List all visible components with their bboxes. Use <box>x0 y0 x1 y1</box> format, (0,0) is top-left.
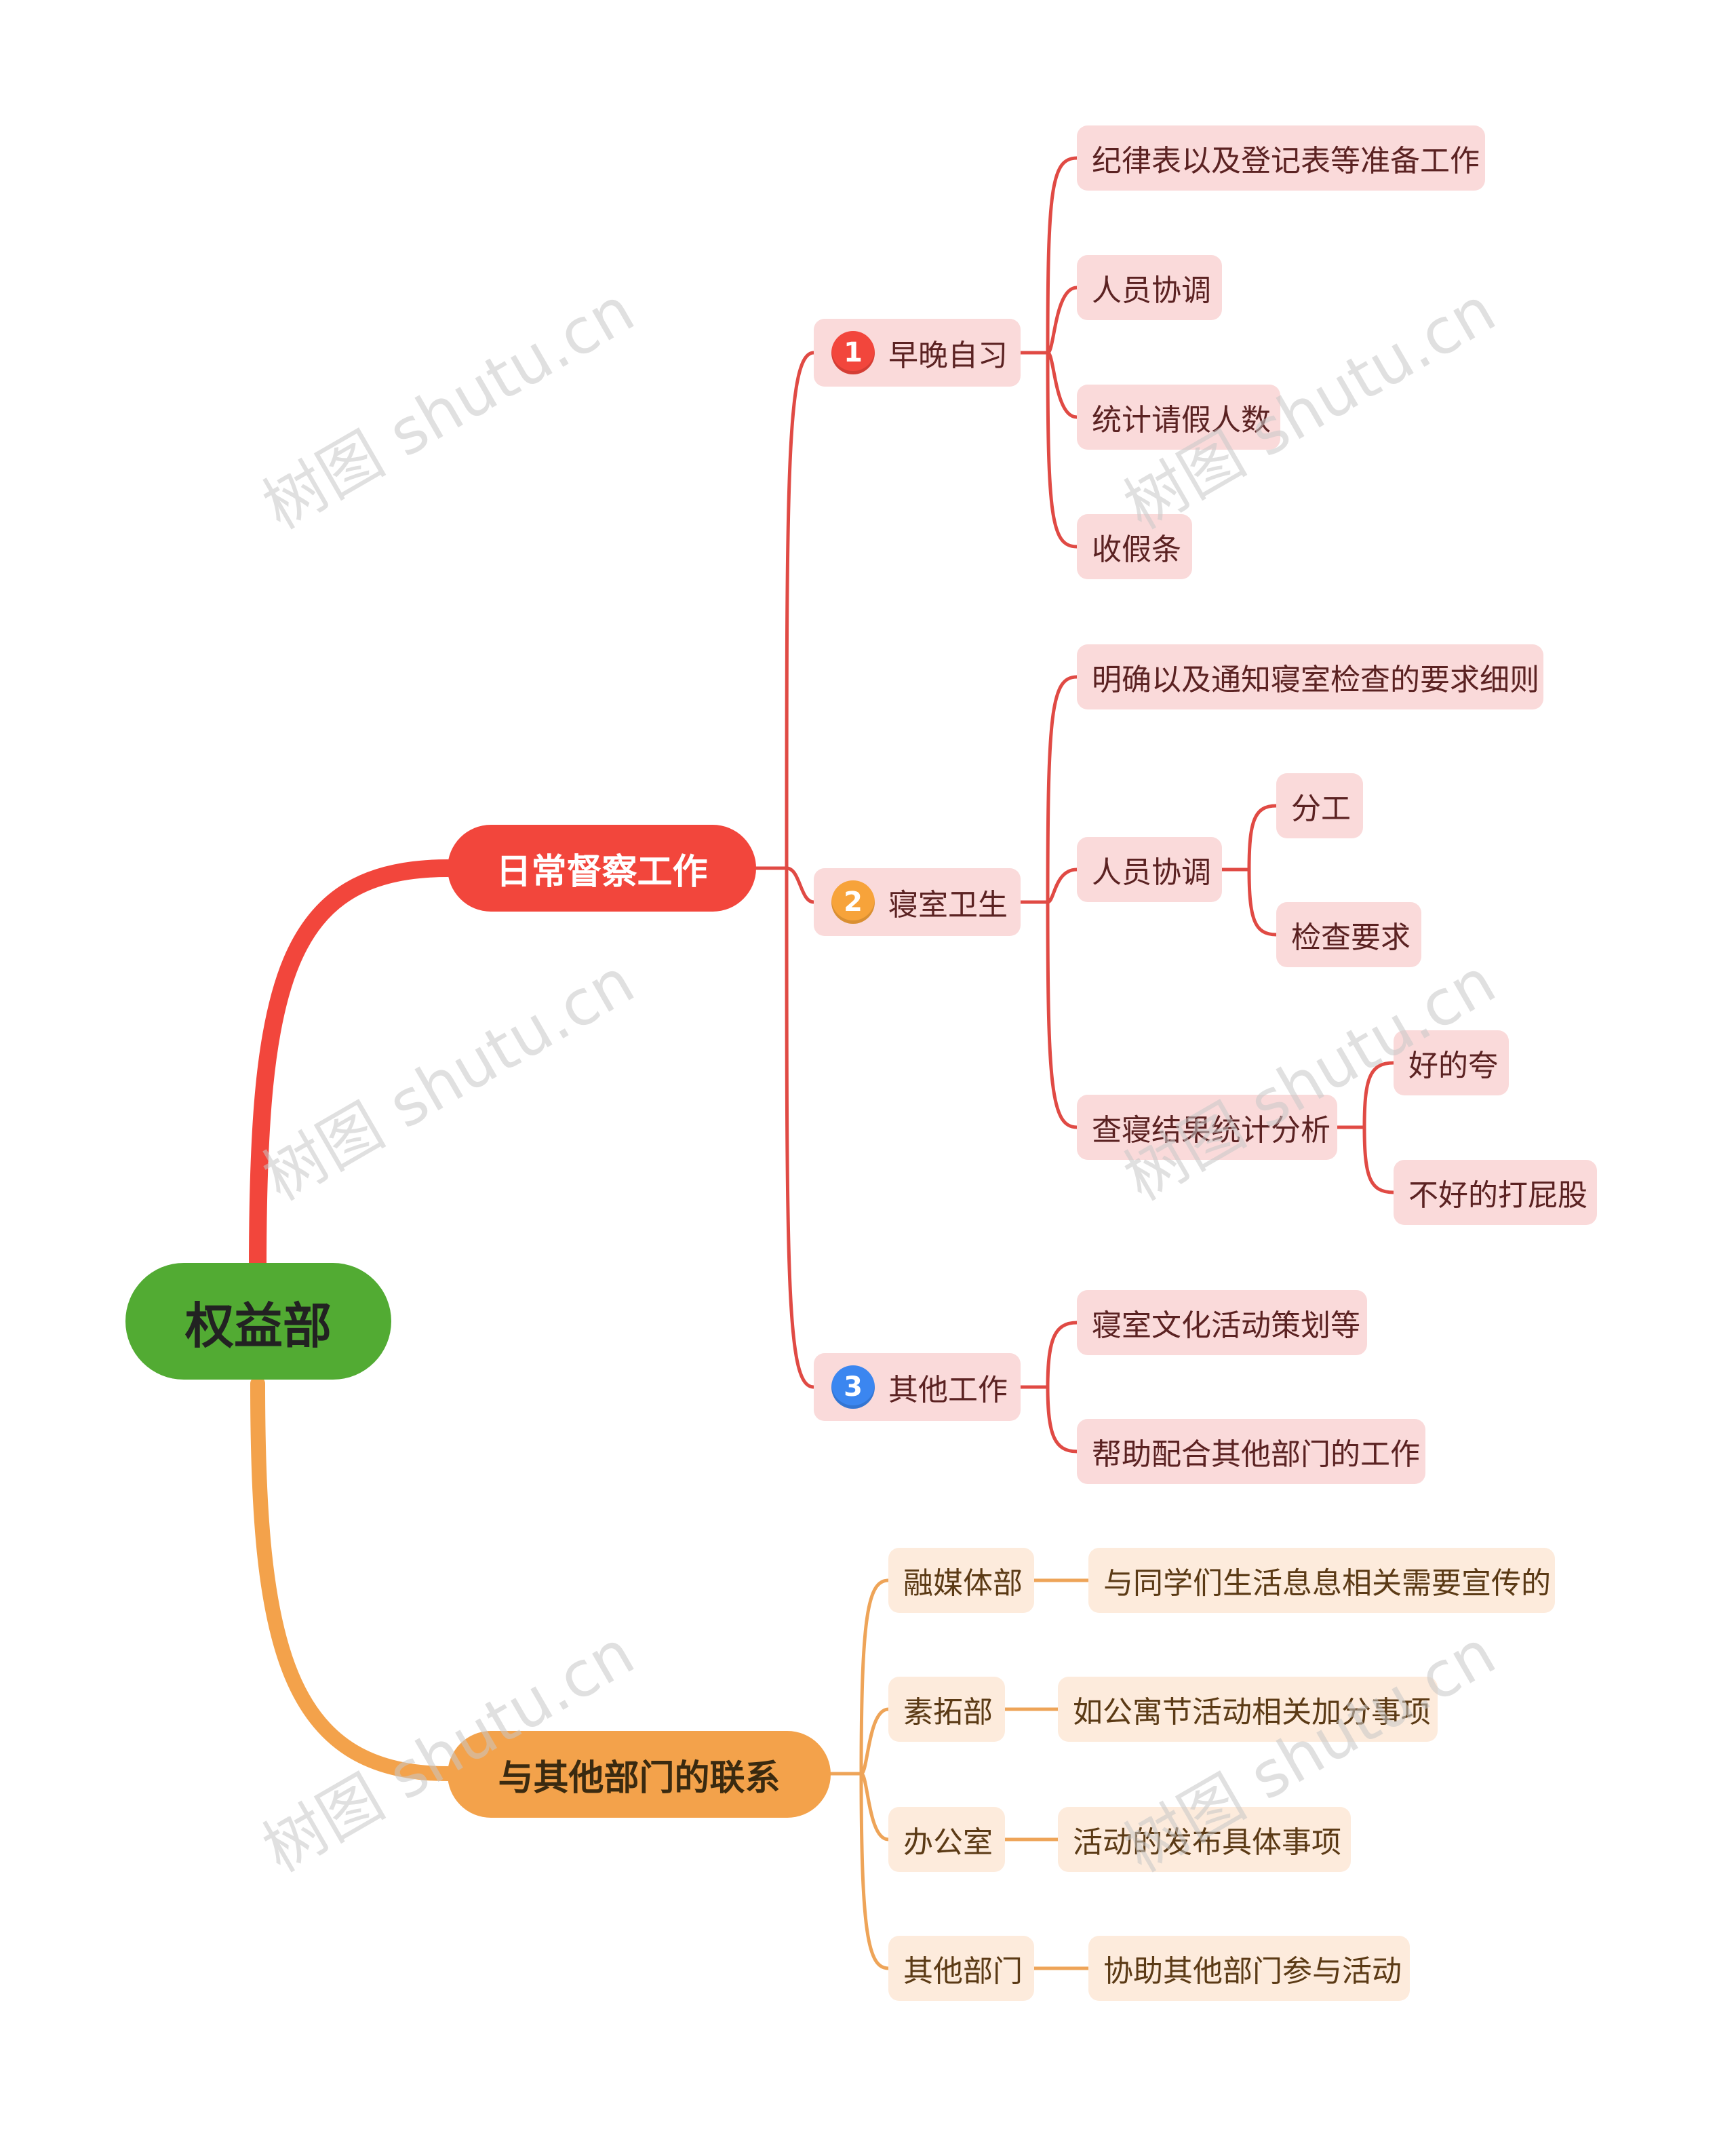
leaf-label: 协助其他部门参与活动 <box>1103 1954 1402 1989</box>
leaf-label: 人员协调 <box>1092 273 1211 308</box>
root-node[interactable]: 权益部 <box>125 1263 391 1380</box>
leaf-node[interactable]: 纪律表以及登记表等准备工作 <box>1077 125 1485 191</box>
topic-label: 早晚自习 <box>888 338 1008 373</box>
leaf-label: 帮助配合其他部门的工作 <box>1092 1437 1420 1472</box>
link-b1-qita <box>785 866 816 1389</box>
leaf-label: 查寝结果统计分析 <box>1092 1113 1330 1148</box>
leaf-node[interactable]: 人员协调 <box>1077 255 1222 320</box>
leaf-label: 统计请假人数 <box>1092 403 1271 437</box>
leaf-label: 分工 <box>1291 792 1351 826</box>
leaf-node[interactable]: 与同学们生活息息相关需要宣传的 <box>1088 1548 1555 1613</box>
leaf-label: 寝室文化活动策划等 <box>1092 1308 1360 1343</box>
leaf-label: 人员协调 <box>1092 855 1211 890</box>
department-node[interactable]: 其他部门 <box>888 1936 1034 2001</box>
branch-label: 与其他部门的联系 <box>498 1757 781 1799</box>
department-label: 素拓部 <box>903 1695 993 1730</box>
branch-department-relations[interactable]: 与其他部门的联系 <box>448 1731 831 1818</box>
topic-dorm-hygiene[interactable]: 2 寝室卫生 <box>814 868 1021 936</box>
leaf-label: 明确以及通知寝室检查的要求细则 <box>1092 663 1539 697</box>
leaf-node[interactable]: 帮助配合其他部门的工作 <box>1077 1419 1425 1484</box>
topic-label: 寝室卫生 <box>888 888 1008 922</box>
number-2-icon: 2 <box>831 880 875 924</box>
leaf-node[interactable]: 明确以及通知寝室检查的要求细则 <box>1077 644 1543 709</box>
leaf-label: 收假条 <box>1092 532 1181 567</box>
department-label: 其他部门 <box>903 1954 1023 1989</box>
leaf-label: 好的夸 <box>1408 1049 1498 1083</box>
sub-topic-node[interactable]: 查寝结果统计分析 <box>1077 1095 1337 1160</box>
leaf-node[interactable]: 寝室文化活动策划等 <box>1077 1290 1367 1355</box>
leaf-node[interactable]: 不好的打屁股 <box>1394 1160 1597 1225</box>
leaf-label: 与同学们生活息息相关需要宣传的 <box>1103 1566 1551 1601</box>
link-root-branch1 <box>249 859 456 1277</box>
link-b1-qinshi <box>785 866 816 904</box>
department-label: 办公室 <box>903 1825 993 1860</box>
sub-topic-node[interactable]: 人员协调 <box>1077 837 1222 902</box>
number-1-icon: 1 <box>831 331 875 374</box>
leaf-label: 活动的发布具体事项 <box>1073 1825 1341 1860</box>
department-node[interactable]: 素拓部 <box>888 1677 1005 1742</box>
leaf-node[interactable]: 协助其他部门参与活动 <box>1088 1936 1410 2001</box>
topic-label: 其他工作 <box>888 1373 1008 1407</box>
root-label: 权益部 <box>184 1297 332 1354</box>
branch-daily-supervision[interactable]: 日常督察工作 <box>448 825 756 912</box>
leaf-label: 纪律表以及登记表等准备工作 <box>1092 144 1480 178</box>
department-label: 融媒体部 <box>903 1566 1023 1601</box>
link-b1-zaowan <box>785 351 816 870</box>
department-node[interactable]: 融媒体部 <box>888 1548 1034 1613</box>
topic-other-work[interactable]: 3 其他工作 <box>814 1353 1021 1421</box>
leaf-node[interactable]: 如公寓节活动相关加分事项 <box>1058 1677 1438 1742</box>
leaf-node[interactable]: 好的夸 <box>1394 1030 1509 1095</box>
number-3-icon: 3 <box>831 1365 875 1409</box>
leaf-label: 不好的打屁股 <box>1408 1178 1587 1213</box>
leaf-node[interactable]: 收假条 <box>1077 514 1192 579</box>
leaf-node[interactable]: 活动的发布具体事项 <box>1058 1807 1351 1872</box>
link-root-branch2 <box>250 1376 455 1781</box>
department-node[interactable]: 办公室 <box>888 1807 1005 1872</box>
leaf-node[interactable]: 检查要求 <box>1276 902 1421 967</box>
leaf-node[interactable]: 统计请假人数 <box>1077 385 1280 450</box>
leaf-node[interactable]: 分工 <box>1276 773 1363 838</box>
branch-label: 日常督察工作 <box>496 851 708 893</box>
leaf-label: 检查要求 <box>1291 920 1410 955</box>
topic-morning-evening-study[interactable]: 1 早晚自习 <box>814 319 1021 387</box>
leaf-label: 如公寓节活动相关加分事项 <box>1073 1695 1431 1730</box>
